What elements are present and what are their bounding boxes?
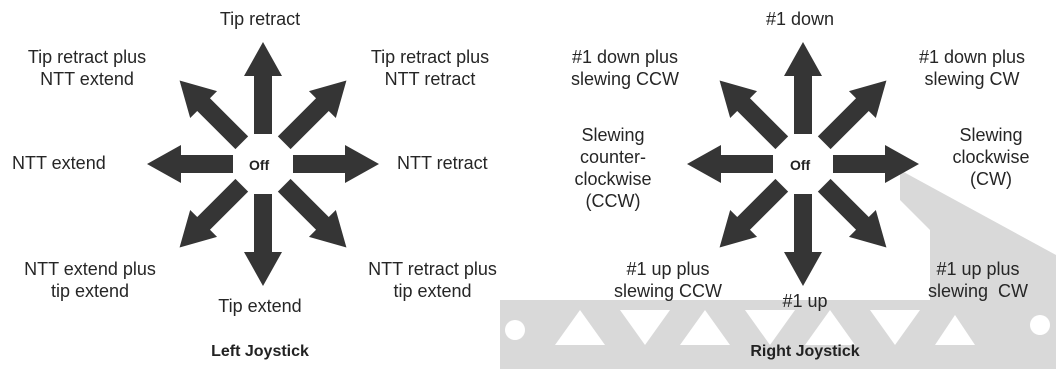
left-label-down: Tip extend [218, 296, 302, 316]
left-label-up-left: Tip retract plus NTT extend [27, 47, 147, 89]
left-arrow-left-icon [147, 145, 233, 183]
left-label-down-left: NTT extend plus tip extend [24, 259, 156, 301]
right-label-up: #1 down [765, 9, 835, 29]
right-center-off: Off [790, 157, 811, 173]
left-arrow-up-right-icon [277, 80, 347, 150]
left-arrow-down-left-icon [179, 178, 249, 248]
right-label-down-left: #1 up plus slewing CCW [613, 259, 723, 301]
right-arrow-down-right-icon [817, 178, 887, 248]
right-label-down-right: #1 up plus slewing CW [927, 259, 1029, 301]
left-label-down-right: NTT retract plus tip extend [368, 259, 497, 301]
left-center-off: Off [249, 157, 270, 173]
right-arrow-right-icon [833, 145, 919, 183]
left-arrow-up-icon [244, 42, 282, 134]
right-label-down: #1 up [782, 291, 828, 311]
right-label-up-left: #1 down plus slewing CCW [570, 47, 680, 89]
left-label-up-right: Tip retract plus NTT retract [370, 47, 490, 89]
left-arrow-down-icon [244, 194, 282, 286]
left-arrow-up-left-icon [179, 80, 249, 150]
right-label-left: Slewing counter- clockwise (CCW) [574, 125, 652, 211]
left-label-up: Tip retract [219, 9, 301, 29]
right-arrow-up-icon [784, 42, 822, 134]
left-label-right: NTT retract [397, 153, 488, 173]
right-arrow-left-icon [687, 145, 773, 183]
left-arrow-right-icon [293, 145, 379, 183]
right-label-up-right: #1 down plus slewing CW [918, 47, 1026, 89]
right-arrow-down-left-icon [719, 178, 789, 248]
right-label-right: Slewing clockwise (CW) [952, 125, 1030, 189]
right-arrow-up-right-icon [817, 80, 887, 150]
right-arrow-down-icon [784, 194, 822, 286]
left-label-left: NTT extend [12, 153, 106, 173]
left-caption: Left Joystick [211, 343, 309, 360]
right-arrow-up-left-icon [719, 80, 789, 150]
left-arrow-down-right-icon [277, 178, 347, 248]
right-caption: Right Joystick [750, 343, 860, 360]
